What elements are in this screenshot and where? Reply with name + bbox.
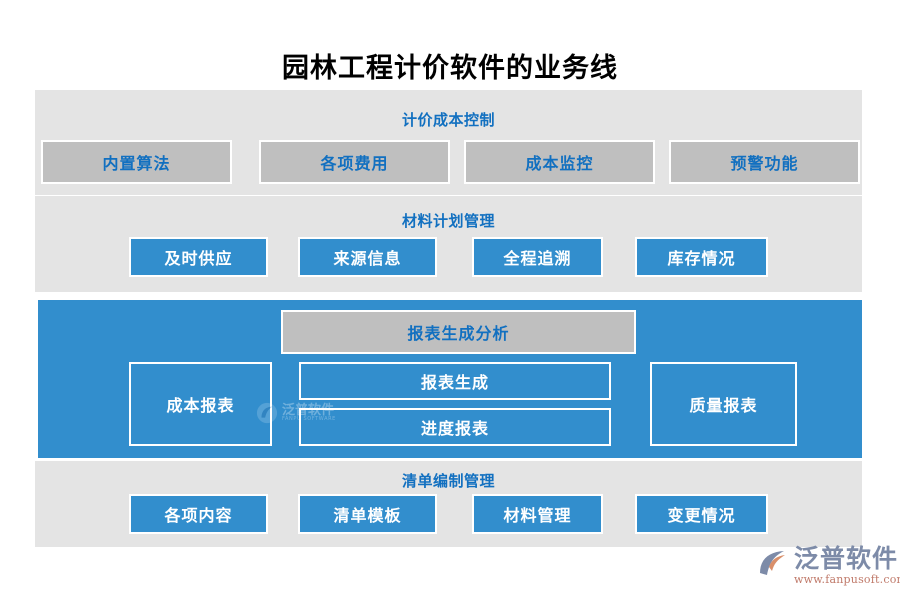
chip-change-status[interactable]: 变更情况 bbox=[635, 494, 768, 534]
chip-progress-report[interactable]: 进度报表 bbox=[299, 408, 611, 446]
brand-logo: 泛普软件 www.fanpusoft.com bbox=[757, 544, 900, 587]
section-pricing-cost: 计价成本控制 内置算法 各项费用 成本监控 预警功能 bbox=[35, 90, 862, 195]
section-heading-material-plan: 材料计划管理 bbox=[401, 212, 495, 230]
chip-quality-report[interactable]: 质量报表 bbox=[650, 362, 797, 446]
chip-full-traceability[interactable]: 全程追溯 bbox=[472, 237, 603, 277]
chip-report-generation[interactable]: 报表生成 bbox=[299, 362, 611, 400]
section-heading-bill: 清单编制管理 bbox=[401, 472, 495, 490]
chip-cost-monitoring[interactable]: 成本监控 bbox=[464, 140, 655, 184]
section-material-plan: 材料计划管理 及时供应 来源信息 全程追溯 库存情况 bbox=[35, 196, 862, 292]
chip-various-contents[interactable]: 各项内容 bbox=[129, 494, 268, 534]
chip-inventory-status[interactable]: 库存情况 bbox=[635, 237, 768, 277]
section-heading-pricing-cost: 计价成本控制 bbox=[401, 111, 495, 129]
chip-builtin-algorithm[interactable]: 内置算法 bbox=[41, 140, 232, 184]
section-report: 报表生成分析 成本报表 报表生成 进度报表 质量报表 泛普软件 FANPU SO… bbox=[38, 300, 862, 458]
brand-url: www.fanpusoft.com bbox=[794, 573, 900, 587]
chip-bill-template[interactable]: 清单模板 bbox=[298, 494, 437, 534]
chip-various-fees[interactable]: 各项费用 bbox=[259, 140, 450, 184]
chip-timely-supply[interactable]: 及时供应 bbox=[129, 237, 268, 277]
chip-early-warning[interactable]: 预警功能 bbox=[669, 140, 860, 184]
chip-source-information[interactable]: 来源信息 bbox=[298, 237, 437, 277]
brand-name: 泛普软件 bbox=[794, 544, 899, 573]
page-title: 园林工程计价软件的业务线 bbox=[282, 53, 618, 84]
chip-cost-report[interactable]: 成本报表 bbox=[129, 362, 272, 446]
chip-material-management[interactable]: 材料管理 bbox=[472, 494, 603, 534]
section-bill: 清单编制管理 各项内容 清单模板 材料管理 变更情况 bbox=[35, 461, 862, 547]
fanpu-logo-icon bbox=[757, 549, 789, 583]
section-heading-report: 报表生成分析 bbox=[281, 310, 636, 354]
